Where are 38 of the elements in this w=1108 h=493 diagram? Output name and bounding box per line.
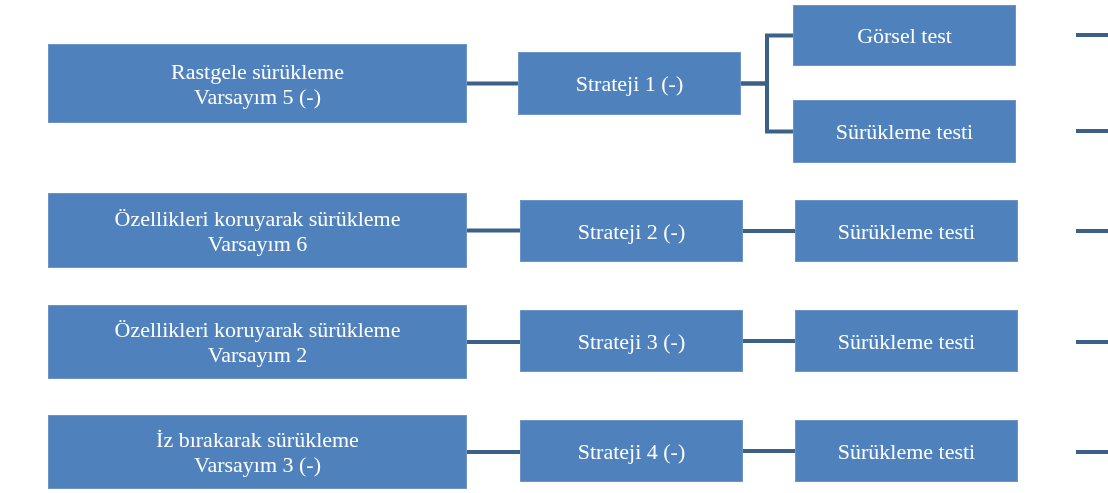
box-label: İz bırakarak sürükleme xyxy=(156,427,359,452)
box-label: Strateji 3 (-) xyxy=(577,328,686,354)
box-label: Strateji 1 (-) xyxy=(575,71,684,96)
connector-line xyxy=(743,229,795,233)
connector-line xyxy=(467,228,520,233)
box-label: Özellikleri koruyarak sürükleme xyxy=(114,205,401,231)
connector-line xyxy=(741,81,793,134)
box-label: Görsel test xyxy=(857,23,952,48)
box-label: Varsayım 6 xyxy=(207,230,308,256)
box-label: Strateji 2 (-) xyxy=(577,218,686,244)
box-label: Özellikleri koruyarak sürükleme xyxy=(114,317,401,342)
box-label: Sürükleme testi xyxy=(837,218,976,244)
process-box xyxy=(48,415,467,489)
process-box xyxy=(48,193,467,268)
box-label: Varsayım 3 (-) xyxy=(193,452,322,477)
connector-line xyxy=(743,339,795,343)
process-box xyxy=(520,420,743,482)
box-label: Sürükleme testi xyxy=(837,328,976,354)
process-box xyxy=(520,200,743,262)
box-label: Sürükleme testi xyxy=(835,119,974,144)
box-label: Strateji 4 (-) xyxy=(577,438,686,464)
box-label: Varsayım 5 (-) xyxy=(193,83,322,109)
process-box xyxy=(520,310,743,372)
process-box xyxy=(48,44,467,123)
process-box xyxy=(518,52,741,115)
process-box xyxy=(48,305,467,379)
process-box xyxy=(793,5,1016,66)
connector-line xyxy=(467,81,518,86)
process-box xyxy=(795,200,1018,262)
process-box xyxy=(795,310,1018,372)
box-label: Varsayım 2 xyxy=(207,342,308,367)
connector-line xyxy=(467,450,520,454)
connector-line xyxy=(743,449,795,453)
connector-line xyxy=(467,340,520,344)
box-label: Rastgele sürükleme xyxy=(171,58,344,84)
box-label: Sürükleme testi xyxy=(837,438,976,464)
process-box xyxy=(795,420,1018,482)
process-box xyxy=(793,100,1016,163)
